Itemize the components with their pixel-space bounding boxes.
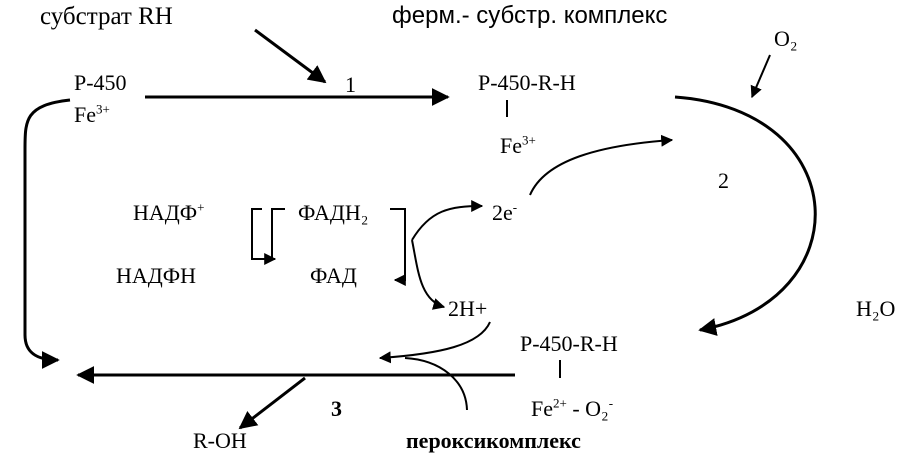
peroxicomplex-curve [404, 357, 468, 411]
water-label: H₂O [856, 296, 896, 321]
peroxicomplex-label: пероксикомплекс [406, 428, 581, 453]
electrons-label: 2e- [492, 199, 518, 225]
fe3-top-label: Fe3+ [500, 132, 536, 158]
step2-label: 2 [718, 168, 729, 193]
substrate-entry-arrow [254, 28, 327, 84]
proton-arrow [378, 321, 491, 364]
nadp-bracket-arrow [251, 208, 277, 265]
oxygen-label: O₂ [774, 26, 798, 51]
fad-bracket-arrow [390, 208, 406, 286]
to-electrons-arrow [411, 200, 484, 241]
step2-arc-arrow [674, 95, 817, 336]
step3-label: 3 [331, 396, 342, 421]
p450-left-label: P-450 [74, 70, 127, 95]
o2-entry-arrow [750, 54, 771, 99]
fadh2-label: ФАДН₂ [298, 200, 369, 225]
nadph-label: НАДФН [116, 263, 197, 288]
step1-label: 1 [345, 72, 356, 97]
p450-rh-top-label: P-450-R-H [478, 70, 576, 95]
p450-rh-bottom-label: P-450-R-H [520, 331, 618, 356]
enzyme-substrate-complex-label: ферм.- субстр. комплекс [392, 2, 668, 29]
nadp-bracket-inner [271, 208, 285, 259]
fe3-left-label: Fe3+ [74, 101, 110, 127]
r-oh-release-arrow [238, 376, 306, 430]
fad-label: ФАД [310, 263, 357, 288]
r-oh-label: R-OH [193, 428, 247, 453]
cycle-return-arrow [23, 98, 71, 369]
electron-transfer-arrow [529, 134, 674, 196]
protons-label: 2H+ [448, 296, 488, 321]
nadp-plus-label: НАДФ+ [133, 199, 205, 225]
fe2-o2-label: Fe2+ - O₂- [531, 395, 614, 421]
to-protons-arrow [411, 239, 446, 310]
substrate-label: субстрат RH [40, 3, 173, 30]
